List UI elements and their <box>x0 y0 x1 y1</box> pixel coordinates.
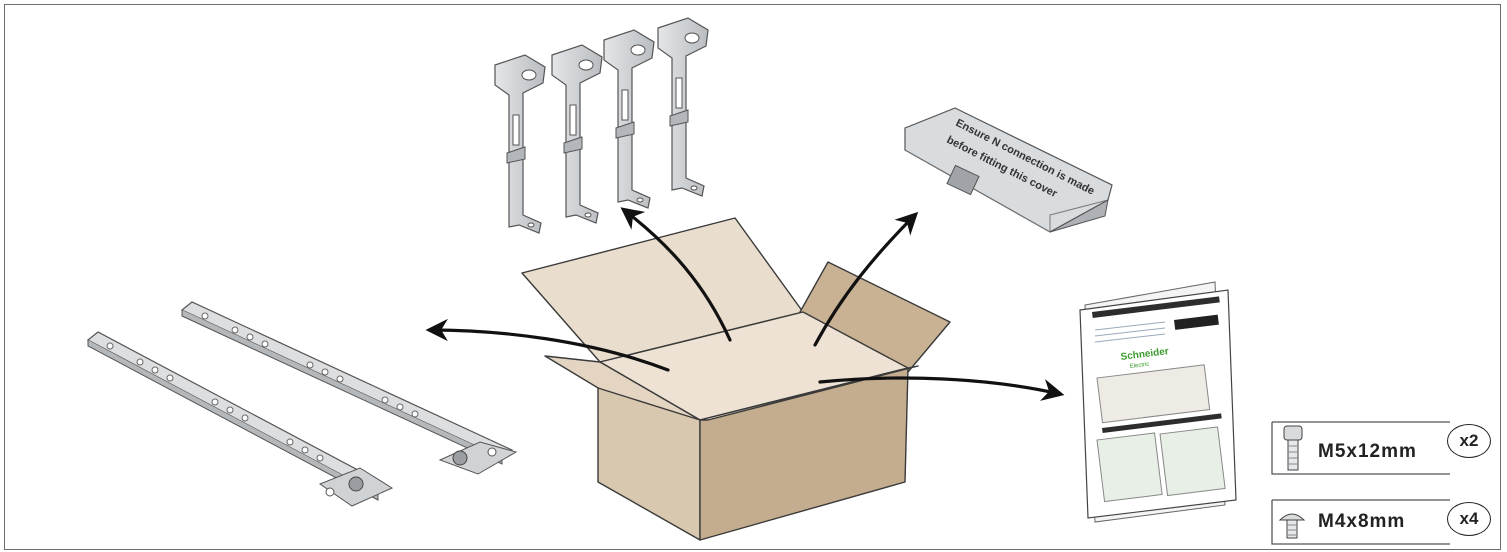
manual-brand-sub: Electric <box>1130 362 1150 370</box>
arrow-to-cover <box>813 211 919 347</box>
screw-size-label: M5x12mm <box>1318 441 1417 462</box>
link-bar <box>86 331 394 507</box>
instruction-manual: Schneider Electric <box>1079 281 1237 523</box>
terminal-bracket <box>551 44 603 224</box>
screw-qty-badge: x2 <box>1447 424 1491 458</box>
screw-qty-text: x4 <box>1459 509 1479 528</box>
open-cardboard-box <box>521 217 951 541</box>
arrow-to-brackets <box>620 207 732 342</box>
arrow-to-manual <box>818 376 1065 401</box>
arrow-to-link-bars <box>425 318 670 372</box>
screw-qty-badge: x4 <box>1447 502 1491 536</box>
terminal-bracket <box>603 29 655 209</box>
screw-size-label: M4x8mm <box>1318 511 1406 532</box>
link-bar <box>180 301 518 475</box>
neutral-link-bars <box>86 301 518 507</box>
terminal-cover: Ensure N connection is made before fitti… <box>904 107 1113 233</box>
pan-head-screw-icon <box>1278 513 1306 539</box>
unpack-arrows <box>425 207 1065 401</box>
screw-item-m5: M5x12mm <box>1318 430 1417 474</box>
cap-screw-icon <box>1283 425 1303 471</box>
screw-frames <box>1271 421 1450 545</box>
terminal-brackets <box>494 17 709 234</box>
screw-qty-text: x2 <box>1459 431 1479 450</box>
terminal-bracket <box>657 17 709 197</box>
screw-item-m4: M4x8mm <box>1318 500 1405 544</box>
terminal-bracket <box>494 54 546 234</box>
diagram-frame <box>4 4 1501 550</box>
